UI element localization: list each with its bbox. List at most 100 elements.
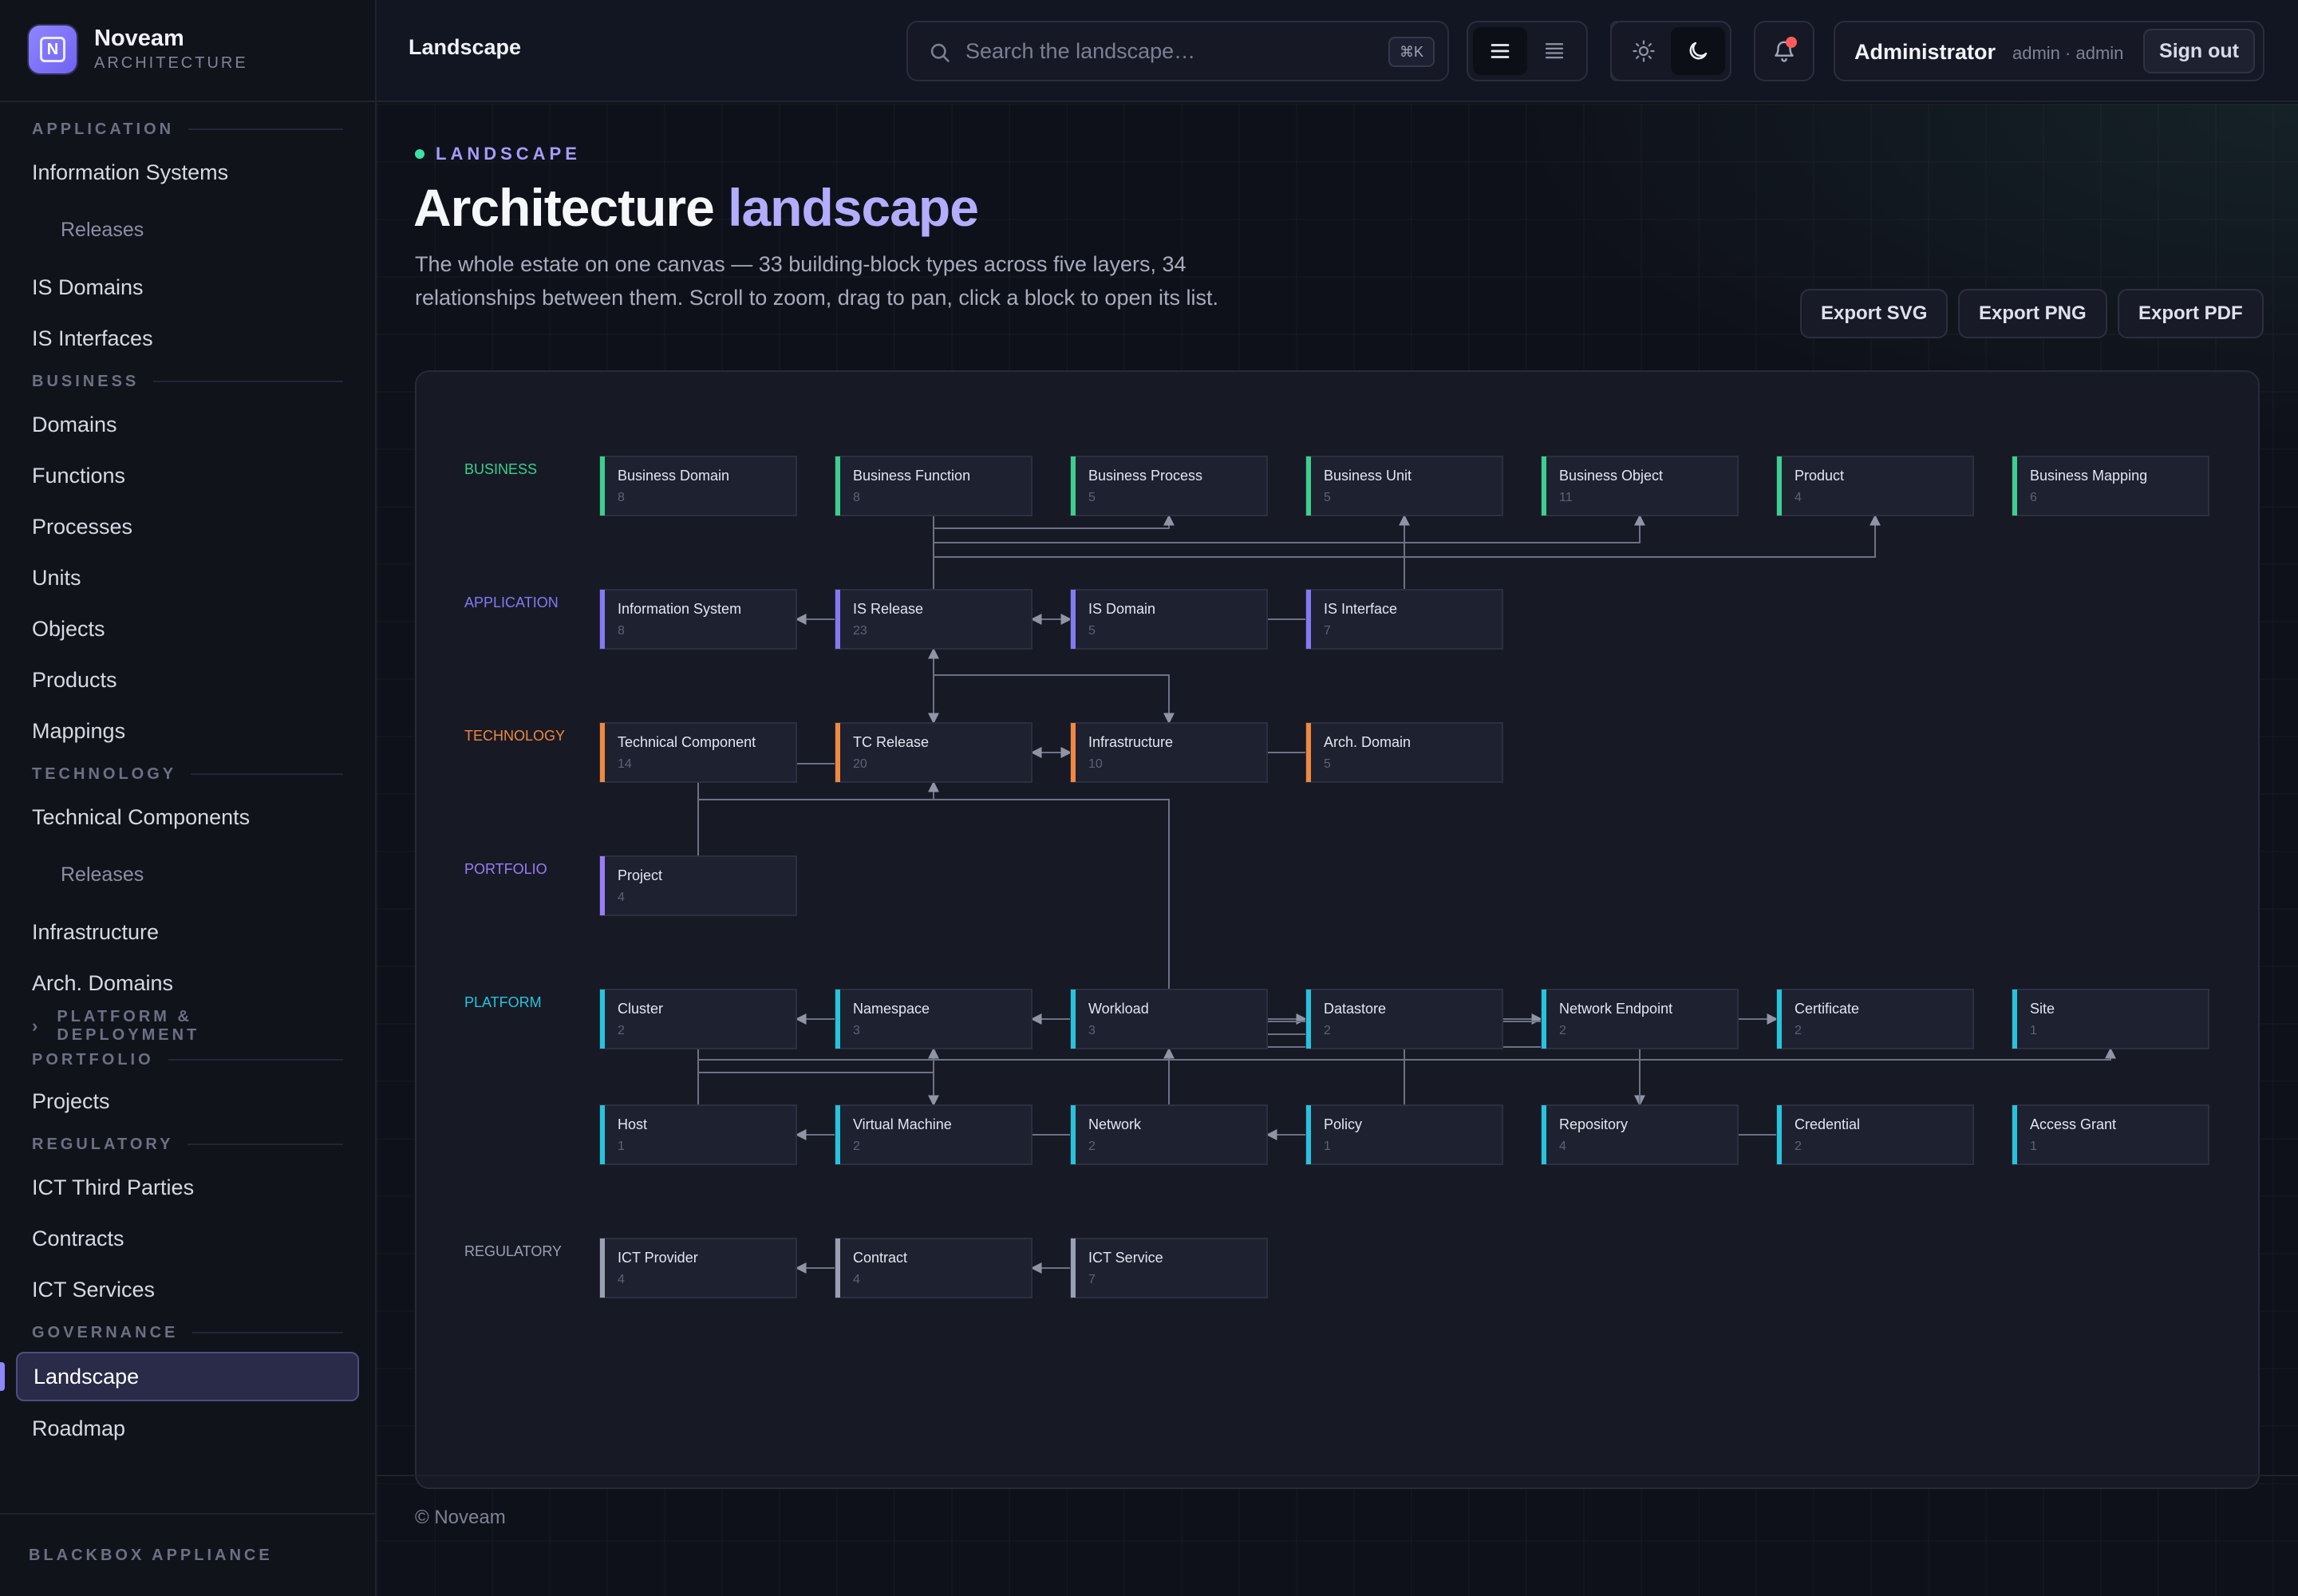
sidebar-item-contracts[interactable]: Contracts bbox=[32, 1226, 124, 1250]
block-body bbox=[599, 589, 797, 650]
block-accent bbox=[600, 856, 605, 915]
copyright: © Noveam bbox=[415, 1507, 506, 1528]
layer-label-platform: PLATFORM bbox=[464, 994, 542, 1010]
block-label: Technical Component bbox=[618, 734, 756, 750]
block-accent bbox=[600, 1238, 605, 1298]
sun-icon bbox=[1633, 40, 1655, 62]
block-body bbox=[599, 989, 797, 1049]
sidebar-item-ict-services[interactable]: ICT Services bbox=[32, 1277, 156, 1302]
landscape-diagram[interactable]: BUSINESSAPPLICATIONTECHNOLOGYPORTFOLIOPL… bbox=[417, 372, 2260, 1489]
sidebar-item-technical-components[interactable]: Technical Components bbox=[32, 804, 251, 829]
sidebar-item-landscape[interactable]: Landscape bbox=[16, 1352, 359, 1401]
sidebar-item-processes[interactable]: Processes bbox=[32, 514, 133, 539]
block-body bbox=[1305, 589, 1503, 650]
export-png-button[interactable]: Export PNG bbox=[1958, 289, 2107, 338]
sidebar-item-tc-releases[interactable]: Releases bbox=[61, 863, 144, 886]
compact-view-button[interactable] bbox=[1527, 27, 1581, 75]
page-title-main: Architecture bbox=[413, 178, 728, 237]
search-box[interactable]: ⌘K bbox=[906, 21, 1449, 81]
sidebar-item-units[interactable]: Units bbox=[32, 565, 81, 590]
sidebar-item-is-domains[interactable]: IS Domains bbox=[32, 275, 144, 299]
block-body bbox=[1070, 722, 1268, 783]
eyebrow: LANDSCAPE bbox=[415, 144, 581, 164]
sidebar-item-is-releases[interactable]: Releases bbox=[61, 218, 144, 241]
comfortable-view-button[interactable] bbox=[1473, 27, 1527, 75]
sidebar-item-information-systems[interactable]: Information Systems bbox=[32, 160, 229, 184]
sidebar-item-domains[interactable]: Domains bbox=[32, 412, 117, 437]
sidebar-item-functions[interactable]: Functions bbox=[32, 463, 126, 488]
nav-section-platform-toggle[interactable]: › PLATFORM & DEPLOYMENT bbox=[32, 1008, 343, 1044]
block-label: Namespace bbox=[853, 1001, 930, 1017]
block-body bbox=[2012, 1104, 2209, 1165]
block-count: 2 bbox=[1324, 1024, 1331, 1037]
sidebar-item-arch-domains[interactable]: Arch. Domains bbox=[32, 970, 174, 995]
sign-out-button[interactable]: Sign out bbox=[2143, 29, 2255, 73]
block-count: 8 bbox=[853, 491, 860, 504]
block-label: Product bbox=[1795, 468, 1844, 484]
export-pdf-button[interactable]: Export PDF bbox=[2118, 289, 2264, 338]
sidebar-item-infrastructure[interactable]: Infrastructure bbox=[32, 919, 160, 944]
page-description: The whole estate on one canvas — 33 buil… bbox=[415, 252, 1219, 310]
sidebar-item-projects[interactable]: Projects bbox=[32, 1088, 110, 1113]
block-body bbox=[835, 989, 1033, 1049]
block-count: 4 bbox=[1559, 1140, 1566, 1153]
sidebar-nav: APPLICATION Information Systems Releases… bbox=[0, 112, 375, 1454]
notifications-button[interactable] bbox=[1754, 21, 1814, 81]
layer-label-application: APPLICATION bbox=[464, 595, 559, 610]
block-accent bbox=[600, 590, 605, 649]
dark-theme-button[interactable] bbox=[1671, 27, 1725, 75]
block-body bbox=[835, 456, 1033, 516]
search-input[interactable] bbox=[965, 22, 1380, 80]
block-body bbox=[1305, 456, 1503, 516]
menu-lines-icon bbox=[1491, 44, 1510, 58]
sidebar-item-mappings[interactable]: Mappings bbox=[32, 718, 126, 743]
brand[interactable]: N Noveam ARCHITECTURE bbox=[0, 0, 375, 102]
sidebar-item-objects[interactable]: Objects bbox=[32, 616, 105, 641]
page-title-accent: landscape bbox=[728, 178, 979, 237]
block-count: 5 bbox=[1088, 491, 1096, 504]
sidebar-item-ict-third-parties[interactable]: ICT Third Parties bbox=[32, 1175, 195, 1199]
block-label: Network Endpoint bbox=[1559, 1001, 1672, 1017]
sidebar-item-products[interactable]: Products bbox=[32, 667, 117, 692]
block-accent bbox=[2012, 990, 2017, 1049]
sidebar-item-roadmap[interactable]: Roadmap bbox=[32, 1416, 126, 1440]
sidebar-item-is-interfaces[interactable]: IS Interfaces bbox=[32, 326, 153, 350]
light-theme-button[interactable] bbox=[1617, 27, 1671, 75]
moon-icon bbox=[1689, 41, 1708, 60]
export-svg-button[interactable]: Export SVG bbox=[1800, 289, 1949, 338]
